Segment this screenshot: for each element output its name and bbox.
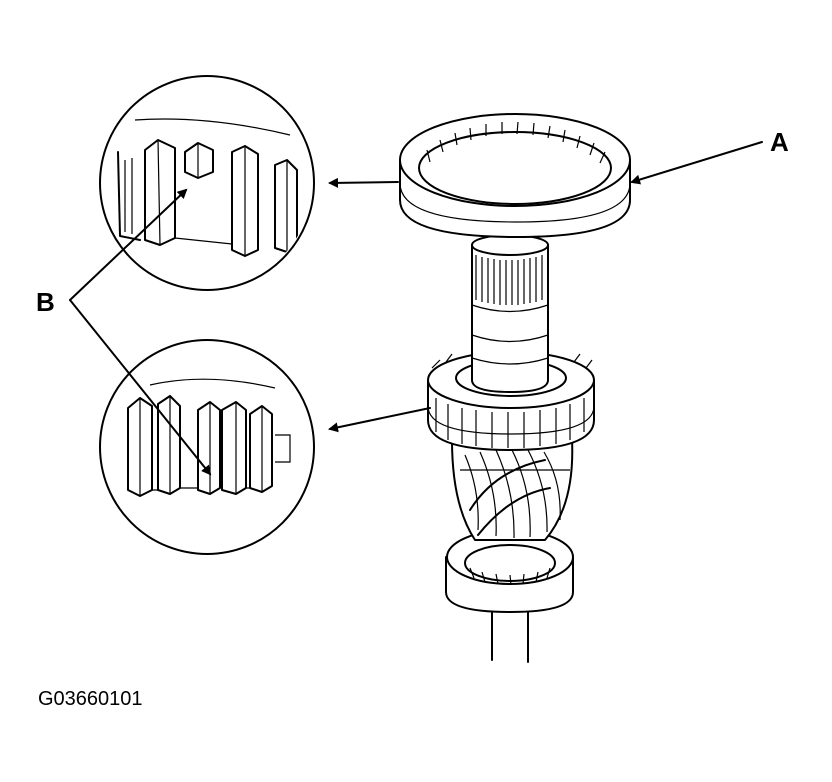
splined-shaft bbox=[471, 234, 549, 393]
callout-label-b: B bbox=[36, 287, 55, 317]
arrow-to-top-detail bbox=[328, 177, 399, 188]
arrow-callout-a bbox=[630, 141, 763, 185]
arrow-to-bottom-detail bbox=[328, 407, 431, 433]
detail-circle-ring-teeth bbox=[99, 75, 315, 291]
figure-code: G03660101 bbox=[38, 688, 143, 710]
leader-b-top bbox=[69, 188, 188, 301]
detail-circle-gear-teeth bbox=[99, 339, 315, 555]
callout-label-a: A bbox=[770, 127, 789, 157]
ball-bearing bbox=[445, 529, 574, 613]
helical-gear bbox=[451, 439, 574, 541]
leader-lines bbox=[69, 141, 763, 476]
synchro-ring bbox=[399, 113, 631, 238]
leader-b-bottom bbox=[69, 299, 212, 476]
